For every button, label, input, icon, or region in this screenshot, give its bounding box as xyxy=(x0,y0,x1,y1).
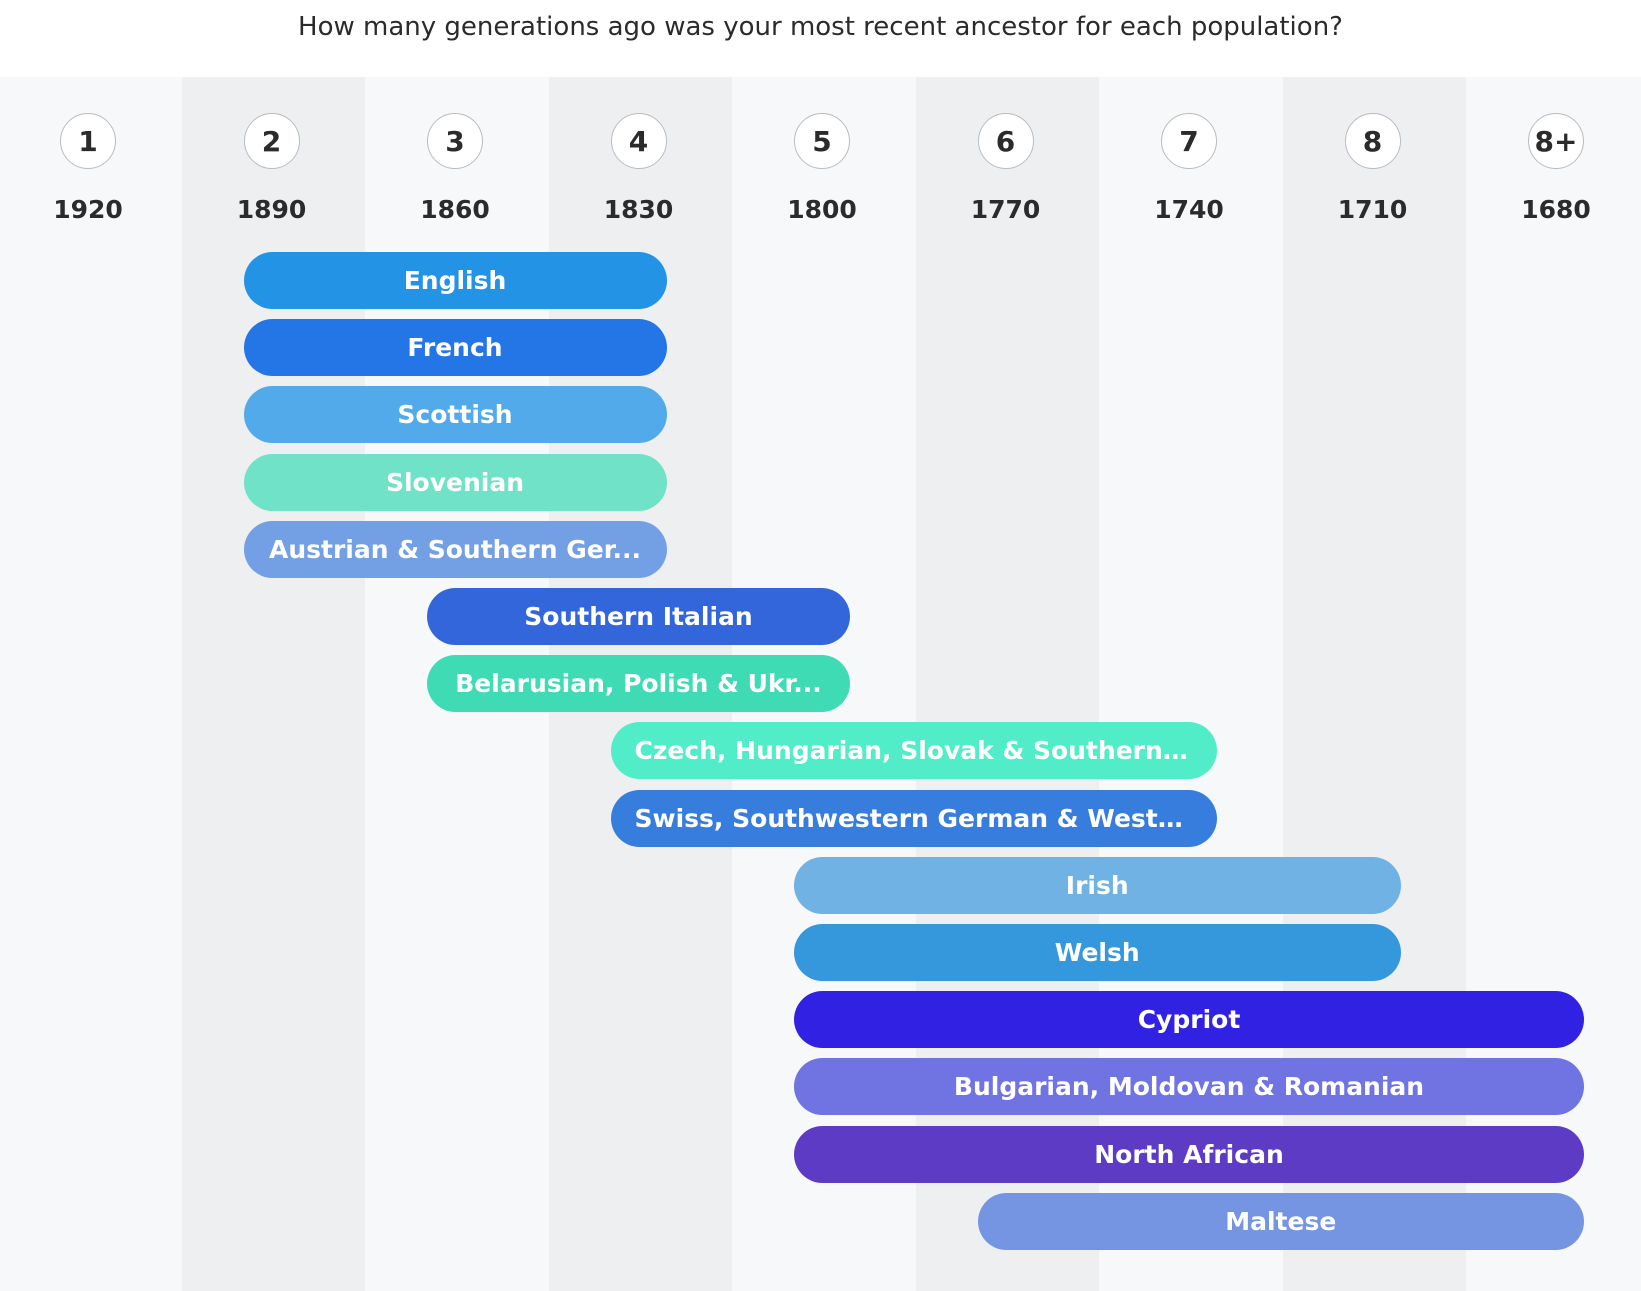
population-bar[interactable]: English xyxy=(243,252,667,309)
population-bar[interactable]: North African xyxy=(794,1126,1584,1183)
population-bar[interactable]: Swiss, Southwestern German & Weste... xyxy=(610,790,1217,847)
population-bar-label: French xyxy=(407,333,503,362)
population-bar-label: Scottish xyxy=(397,400,513,429)
population-bar[interactable]: French xyxy=(243,319,667,376)
population-bar[interactable]: Belarusian, Polish & Ukr... xyxy=(427,655,850,712)
population-bar[interactable]: Scottish xyxy=(243,386,667,443)
population-bar[interactable]: Bulgarian, Moldovan & Romanian xyxy=(794,1058,1584,1115)
population-bar[interactable]: Czech, Hungarian, Slovak & Southern ... xyxy=(610,722,1217,779)
year-label: 1860 xyxy=(420,195,490,224)
year-label: 1830 xyxy=(603,195,674,224)
generation-marker: 4 xyxy=(610,113,667,169)
generation-marker: 7 xyxy=(1161,113,1217,169)
generation-marker: 8 xyxy=(1344,113,1401,169)
population-bar-label: Southern Italian xyxy=(524,602,753,631)
year-label: 1800 xyxy=(787,195,857,224)
generation-marker: 1 xyxy=(60,113,116,169)
generation-marker: 5 xyxy=(794,113,850,169)
population-bar-label: English xyxy=(403,266,507,295)
population-bar[interactable]: Austrian & Southern Ger... xyxy=(243,521,667,578)
population-bar[interactable]: Irish xyxy=(794,857,1401,914)
generation-marker: 8+ xyxy=(1528,113,1584,169)
population-bar[interactable]: Welsh xyxy=(794,924,1401,981)
population-bar-label: Czech, Hungarian, Slovak & Southern ... xyxy=(634,736,1194,765)
population-bar-label: Belarusian, Polish & Ukr... xyxy=(455,669,822,698)
chart-area: 1 1920 2 1890 3 1860 4 1830 5 1800 6 1770 7 1740 8 1710… xyxy=(0,77,1641,1291)
population-bar-label: Maltese xyxy=(1225,1207,1337,1236)
population-bar[interactable]: Maltese xyxy=(977,1193,1584,1250)
generation-marker: 3 xyxy=(427,113,483,169)
year-label: 1740 xyxy=(1154,195,1224,224)
population-bar-label: Austrian & Southern Ger... xyxy=(269,535,641,564)
year-label: 1770 xyxy=(970,195,1041,224)
generation-marker: 6 xyxy=(977,113,1034,169)
population-bar-label: Cypriot xyxy=(1137,1005,1241,1034)
population-bar-label: Bulgarian, Moldovan & Romanian xyxy=(953,1072,1425,1101)
population-bar[interactable]: Cypriot xyxy=(794,991,1584,1048)
population-bar-label: North African xyxy=(1094,1140,1284,1169)
year-label: 1680 xyxy=(1521,195,1591,224)
population-bar[interactable]: Slovenian xyxy=(243,454,667,511)
year-label: 1890 xyxy=(236,195,307,224)
generation-marker: 2 xyxy=(243,113,300,169)
population-bar-label: Welsh xyxy=(1054,938,1140,967)
year-label: 1710 xyxy=(1337,195,1408,224)
chart-title: How many generations ago was your most r… xyxy=(298,12,1343,42)
population-bar-label: Swiss, Southwestern German & Weste... xyxy=(634,804,1194,833)
column-band xyxy=(0,77,182,1291)
population-bar-label: Irish xyxy=(1065,871,1129,900)
year-label: 1920 xyxy=(53,195,123,224)
population-bar-label: Slovenian xyxy=(385,468,525,497)
population-bar[interactable]: Southern Italian xyxy=(427,588,850,645)
